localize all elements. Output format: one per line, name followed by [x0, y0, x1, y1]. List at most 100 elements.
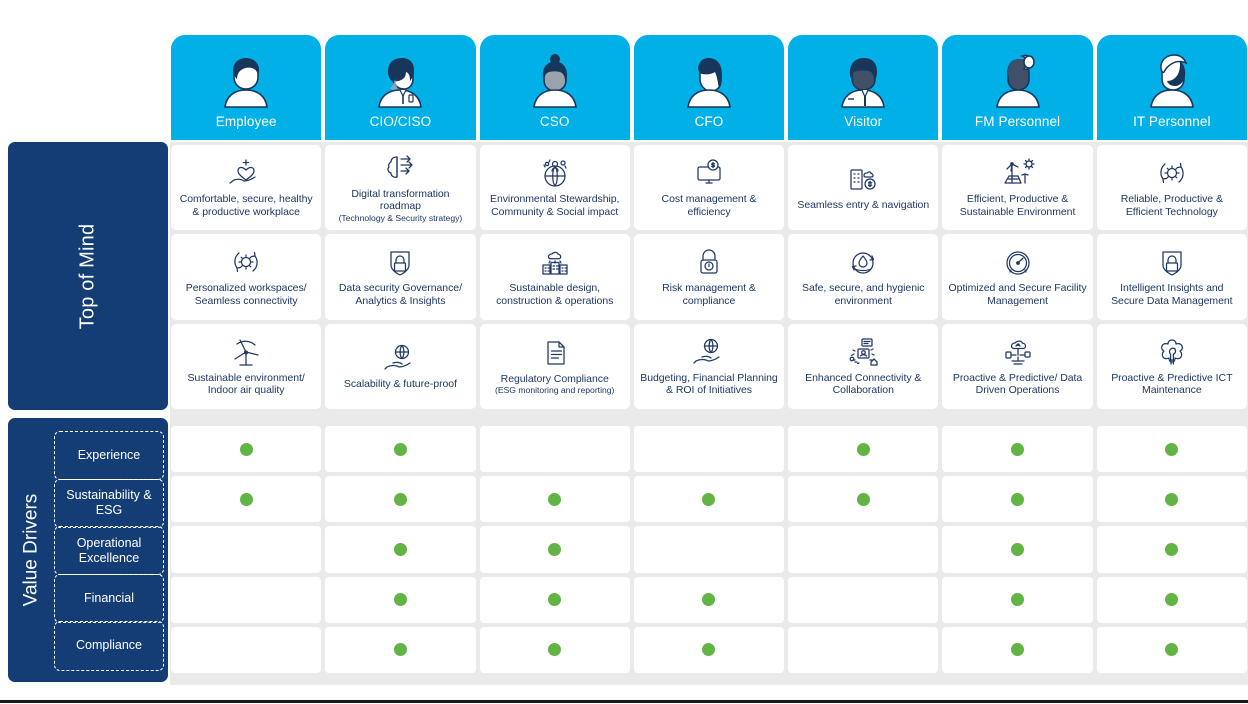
value-driver-cell[interactable] [171, 626, 322, 674]
value-driver-cell[interactable] [942, 576, 1093, 623]
top-of-mind-cell[interactable]: Safe, secure, and hygienic environment [788, 234, 939, 320]
value-driver-chip-financial[interactable]: Financial [54, 573, 164, 623]
value-driver-cell[interactable] [788, 526, 939, 573]
value-driver-cell[interactable] [171, 576, 322, 623]
top-of-mind-text: Digital transformation roadmap [351, 187, 450, 213]
value-driver-cell[interactable] [942, 476, 1093, 523]
value-driver-dot-filled [856, 442, 870, 456]
value-driver-cell[interactable] [479, 476, 630, 523]
value-driver-cell[interactable] [171, 526, 322, 573]
top-of-mind-cell[interactable]: Efficient, Productive & Sustainable Envi… [942, 145, 1093, 231]
value-driver-row [171, 426, 1247, 473]
value-driver-cell[interactable] [633, 526, 785, 573]
value-driver-cell[interactable] [942, 426, 1093, 473]
value-driver-cell[interactable] [1096, 626, 1247, 674]
value-driver-cell[interactable] [788, 476, 939, 523]
top-of-mind-cell[interactable]: Personalized workspaces/ Seamless connec… [171, 234, 322, 320]
top-of-mind-cell[interactable]: Enhanced Connectivity & Collaboration [788, 323, 939, 409]
persona-label: CSO [539, 114, 570, 129]
value-drivers-label: Value Drivers [20, 493, 42, 607]
top-of-mind-subtext: (Technology & Security strategy) [338, 213, 463, 223]
top-of-mind-cell[interactable]: Sustainable environment/ Indoor air qual… [171, 323, 322, 409]
globe-in-hand-icon [380, 340, 420, 376]
top-of-mind-cell[interactable]: Risk management & compliance [633, 234, 785, 320]
persona-card-cfo[interactable]: CFO [633, 35, 785, 140]
value-driver-cell[interactable] [633, 426, 785, 473]
heart-in-hand-icon [226, 155, 266, 191]
value-driver-chip-operational-excellence[interactable]: Operational Excellence [54, 526, 164, 576]
value-driver-cell[interactable] [633, 626, 785, 674]
top-of-mind-text: Budgeting, Financial Planning & ROI of I… [640, 371, 778, 397]
value-driver-cell[interactable] [788, 426, 939, 473]
water-droplet-cycle-icon [843, 244, 883, 280]
lock-shield-icon [1152, 244, 1192, 280]
persona-card-fm-personnel[interactable]: FM Personnel [942, 35, 1093, 140]
top-of-mind-cell[interactable]: Proactive & Predictive ICT Maintenance [1096, 323, 1247, 409]
value-driver-cell[interactable] [1096, 426, 1247, 473]
value-driver-dot-empty [702, 443, 715, 456]
it-personnel-avatar-icon [1141, 49, 1203, 111]
value-driver-cell[interactable] [479, 626, 630, 674]
value-driver-cell[interactable] [479, 576, 630, 623]
top-of-mind-text: Seamless entry & navigation [797, 199, 930, 212]
value-driver-cell[interactable] [942, 526, 1093, 573]
top-of-mind-cell[interactable]: Comfortable, secure, healthy & productiv… [171, 145, 322, 231]
value-driver-dot-filled [1011, 492, 1025, 506]
top-of-mind-cell[interactable]: Environmental Stewardship, Community & S… [479, 145, 630, 231]
top-of-mind-cell[interactable]: Intelligent Insights and Secure Data Man… [1096, 234, 1247, 320]
top-of-mind-cell[interactable]: Sustainable design, construction & opera… [479, 234, 630, 320]
value-driver-cell[interactable] [171, 476, 322, 523]
value-driver-dot-empty [702, 543, 715, 556]
value-driver-cell[interactable] [325, 576, 476, 623]
value-driver-cell[interactable] [788, 626, 939, 674]
value-driver-cell[interactable] [325, 476, 476, 523]
value-driver-dot-empty [240, 543, 253, 556]
value-driver-cell[interactable] [633, 576, 785, 623]
top-of-mind-text: Proactive & Predictive/ Data Driven Oper… [952, 371, 1083, 397]
persona-card-it-personnel[interactable]: IT Personnel [1096, 35, 1247, 140]
globe-people-icon [535, 155, 575, 191]
visitor-avatar-icon [832, 49, 894, 111]
value-drivers-label-wrap: Value Drivers [8, 418, 54, 682]
top-of-mind-cell[interactable]: Scalability & future-proof [325, 323, 476, 409]
persona-card-cio-ciso[interactable]: CIO/CISO [325, 35, 476, 140]
value-driver-chip-sustainability-esg[interactable]: Sustainability & ESG [54, 478, 164, 528]
persona-card-cso[interactable]: CSO [479, 35, 630, 140]
value-driver-cell[interactable] [325, 426, 476, 473]
value-driver-cell[interactable] [325, 526, 476, 573]
value-driver-dot-filled [1165, 593, 1179, 607]
top-of-mind-cell[interactable]: Seamless entry & navigation [788, 145, 939, 231]
value-driver-cell[interactable] [325, 626, 476, 674]
top-of-mind-text: Risk management & compliance [662, 282, 756, 307]
value-driver-cell[interactable] [479, 526, 630, 573]
connected-devices-icon [843, 334, 883, 370]
top-of-mind-text: Data security Governance/ Analytics & In… [338, 282, 462, 307]
value-driver-cell[interactable] [171, 426, 322, 473]
value-driver-chip-experience[interactable]: Experience [54, 431, 164, 481]
bottom-divider [0, 700, 1248, 703]
top-of-mind-cell[interactable]: Data security Governance/ Analytics & In… [325, 234, 476, 320]
top-of-mind-text: Sustainable design, construction & opera… [496, 282, 614, 307]
value-driver-cell[interactable] [1096, 576, 1247, 623]
value-driver-cell[interactable] [788, 576, 939, 623]
value-driver-cell[interactable] [1096, 526, 1247, 573]
persona-card-visitor[interactable]: Visitor [788, 35, 939, 140]
value-driver-chip-compliance[interactable]: Compliance [54, 621, 164, 671]
top-of-mind-cell[interactable]: Digital transformation roadmap(Technolog… [325, 145, 476, 231]
persona-card-employee[interactable]: Employee [171, 35, 322, 140]
top-of-mind-cell[interactable]: Regulatory Compliance(ESG monitoring and… [479, 323, 630, 409]
top-of-mind-row: Comfortable, secure, healthy & productiv… [171, 145, 1247, 231]
top-of-mind-text: Enhanced Connectivity & Collaboration [805, 371, 922, 397]
top-of-mind-cell[interactable]: Proactive & Predictive/ Data Driven Oper… [942, 323, 1093, 409]
top-of-mind-cell[interactable]: Reliable, Productive & Efficient Technol… [1096, 145, 1247, 231]
solar-wind-energy-icon [998, 155, 1038, 191]
value-driver-cell[interactable] [479, 426, 630, 473]
top-of-mind-cell[interactable]: Budgeting, Financial Planning & ROI of I… [633, 323, 785, 409]
value-driver-cell[interactable] [1096, 476, 1247, 523]
value-driver-cell[interactable] [633, 476, 785, 523]
value-driver-cell[interactable] [942, 626, 1093, 674]
top-of-mind-cell[interactable]: Optimized and Secure Facility Management [942, 234, 1093, 320]
top-of-mind-cell[interactable]: Cost management & efficiency [633, 145, 785, 231]
